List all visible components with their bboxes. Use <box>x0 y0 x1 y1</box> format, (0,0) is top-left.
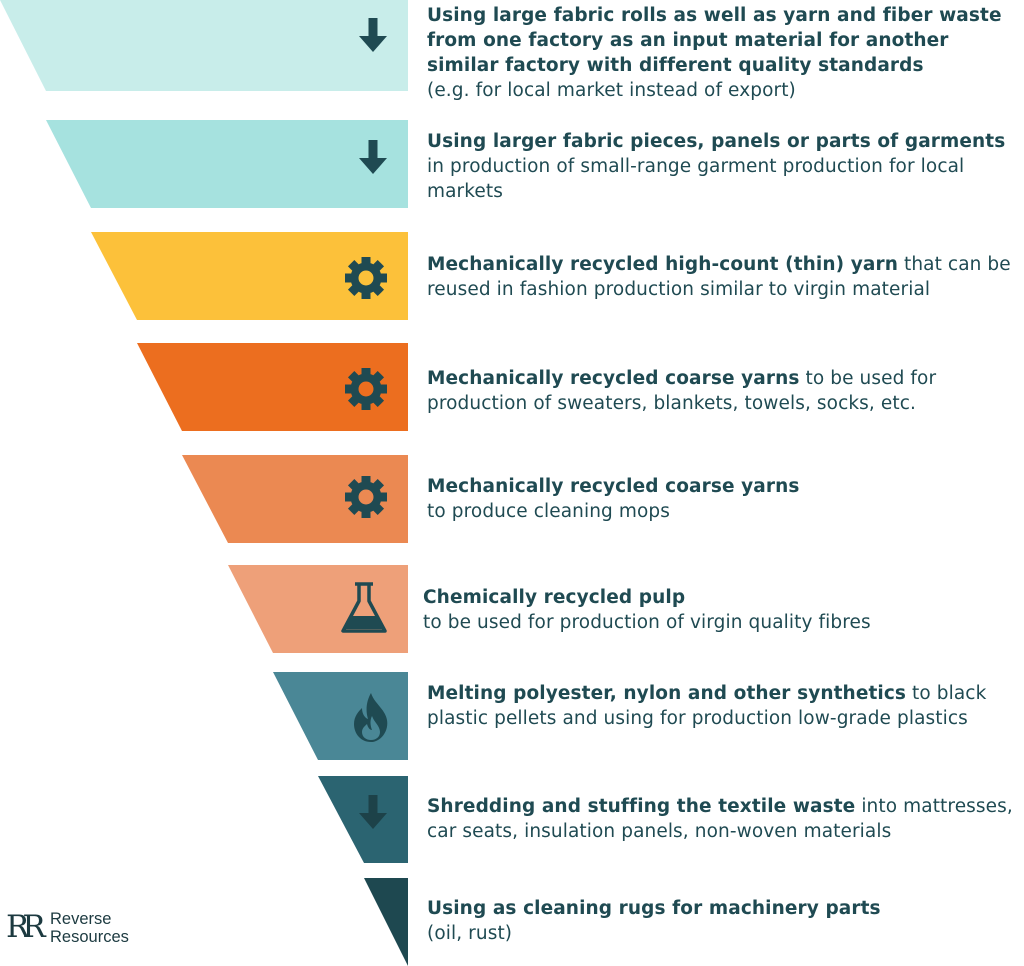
tier-8-title: Shredding and stuffing the textile waste <box>427 796 856 817</box>
tier-2-description: Using larger fabric pieces, panels or pa… <box>427 129 1019 204</box>
logo-mark: RR <box>6 909 46 945</box>
arrow-down-icon <box>359 140 387 174</box>
tier-2-detail: in production of small-range garment pro… <box>427 156 965 202</box>
tier-5-detail: to produce cleaning mops <box>427 501 670 522</box>
gear-icon <box>345 368 387 410</box>
tier-7 <box>273 672 408 760</box>
tier-4-description: Mechanically recycled coarse yarns to be… <box>427 366 1019 416</box>
tier-1 <box>0 0 408 91</box>
tier-2-title: Using larger fabric pieces, panels or pa… <box>427 131 1006 152</box>
flask-icon <box>341 582 387 633</box>
tier-4 <box>137 343 408 431</box>
tier-5 <box>182 455 408 543</box>
tier-6-description: Chemically recycled pulp to be used for … <box>423 585 1015 635</box>
logo-line-2: Resources <box>50 928 129 946</box>
tier-9 <box>364 878 408 966</box>
tier-8-description: Shredding and stuffing the textile waste… <box>427 794 1019 844</box>
tier-2 <box>46 120 408 208</box>
tier-7-description: Melting polyester, nylon and other synth… <box>427 681 1019 731</box>
tier-6-detail: to be used for production of virgin qual… <box>423 612 871 633</box>
tier-5-description: Mechanically recycled coarse yarns to pr… <box>427 474 1019 524</box>
tier-1-description: Using large fabric rolls as well as yarn… <box>427 3 1019 103</box>
tier-3 <box>91 232 408 320</box>
tier-7-detail: to black plastic pellets and using for p… <box>427 683 987 729</box>
tier-8 <box>318 776 408 863</box>
tier-7-title: Melting polyester, nylon and other synth… <box>427 683 907 704</box>
tier-1-band <box>0 0 408 91</box>
tier-5-title: Mechanically recycled coarse yarns <box>427 476 800 497</box>
arrow-down-icon <box>359 795 387 829</box>
arrow-down-icon <box>359 18 387 52</box>
tier-7-band <box>273 672 408 760</box>
flame-icon <box>354 693 388 742</box>
tier-8-detail: into mattresses, car seats, insulation p… <box>427 796 1013 842</box>
tier-6-band <box>228 565 408 653</box>
tier-9-detail: (oil, rust) <box>427 923 513 944</box>
tier-2-band <box>46 120 408 208</box>
tier-3-title: Mechanically recycled high-count (thin) … <box>427 254 898 275</box>
tier-8-band <box>318 776 408 863</box>
tier-4-title: Mechanically recycled coarse yarns <box>427 368 800 389</box>
tier-6 <box>228 565 408 653</box>
tier-3-band <box>91 232 408 320</box>
tier-9-band <box>364 878 408 966</box>
gear-icon <box>345 257 387 299</box>
logo-line-1: Reverse <box>50 910 112 928</box>
tier-9-title: Using as cleaning rugs for machinery par… <box>427 898 881 919</box>
tier-1-title: Using large fabric rolls as well as yarn… <box>427 5 1002 76</box>
tier-3-detail: that can be reused in fashion production… <box>427 254 1011 300</box>
tier-5-band <box>182 455 408 543</box>
tier-4-band <box>137 343 408 431</box>
waste-hierarchy-funnel <box>0 0 408 966</box>
tier-6-title: Chemically recycled pulp <box>423 587 686 608</box>
tier-4-detail: to be used for production of sweaters, b… <box>427 368 937 414</box>
tier-9-description: Using as cleaning rugs for machinery par… <box>427 896 1019 946</box>
tier-3-description: Mechanically recycled high-count (thin) … <box>427 252 1019 302</box>
tier-1-detail: (e.g. for local market instead of export… <box>427 80 796 101</box>
